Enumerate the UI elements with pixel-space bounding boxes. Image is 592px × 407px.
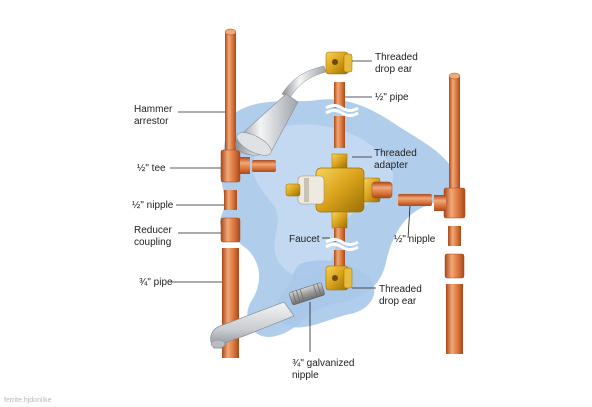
reducer-coupling <box>220 217 241 243</box>
right-reducer-coupling <box>444 253 465 279</box>
hammer-arrestor-cap <box>224 28 237 36</box>
label-hammer-arrestor: Hammer arrestor <box>134 104 175 127</box>
label-threaded-drop-ear-top: Threaded drop ear <box>375 52 421 75</box>
faucet-stem <box>285 183 301 197</box>
faucet-cartridge-band <box>304 178 309 202</box>
drop-ear-top-flange <box>343 53 353 73</box>
shower-head-face <box>236 132 272 156</box>
faucet-bottom-port <box>331 211 348 229</box>
center-pipe-below-faucet <box>334 228 345 242</box>
label-galvanized-nipple: ¾" galvanized nipple <box>292 358 357 381</box>
half-pipe-lower <box>334 116 345 148</box>
label-faucet: Faucet <box>289 234 320 245</box>
right-hammer-arrestor <box>449 76 460 188</box>
half-tee-fitting <box>220 149 241 183</box>
label-half-nipple-left: ½" nipple <box>132 200 174 211</box>
watermark: ferrite.hjdonlike <box>4 397 52 404</box>
half-tee-branch-pipe <box>252 160 276 172</box>
threaded-adapter-top <box>331 153 348 169</box>
drop-ear-bottom-flange <box>343 267 353 289</box>
right-nipple <box>448 226 461 246</box>
half-nipple-left <box>224 190 237 210</box>
faucet-cartridge <box>297 175 325 205</box>
label-threaded-adapter: Threaded adapter <box>374 148 420 171</box>
galvanized-nipple <box>288 282 325 305</box>
drop-ear-bottom-hole <box>332 275 338 281</box>
threaded-adapter-right <box>371 181 393 199</box>
label-half-nipple-right: ½" nipple <box>394 234 436 245</box>
pipe-break-bottom <box>325 238 359 251</box>
right-tee-branch <box>434 195 446 211</box>
pipe-break-top <box>325 104 359 117</box>
right-hammer-arrestor-cap <box>448 72 461 80</box>
half-pipe-upper <box>334 82 345 108</box>
label-half-tee: ½" tee <box>137 163 166 174</box>
label-three-quarter-pipe: ¾" pipe <box>139 277 173 288</box>
tub-spout-outlet <box>210 339 226 349</box>
half-tee-branch <box>240 157 250 174</box>
hammer-arrestor-pipe <box>225 32 236 150</box>
right-tee-fitting <box>443 187 466 219</box>
label-reducer-coupling: Reducer coupling <box>134 225 175 248</box>
center-pipe-lower <box>334 250 345 266</box>
drop-ear-top-hole <box>332 59 338 65</box>
label-half-pipe: ½" pipe <box>375 92 409 103</box>
tub-spout <box>210 301 295 349</box>
shower-arm <box>281 65 327 99</box>
right-half-nipple <box>398 194 432 206</box>
label-threaded-drop-ear-bottom: Threaded drop ear <box>379 284 425 307</box>
leader-half-nipple-right <box>407 205 411 239</box>
right-three-quarter-pipe <box>446 284 463 354</box>
